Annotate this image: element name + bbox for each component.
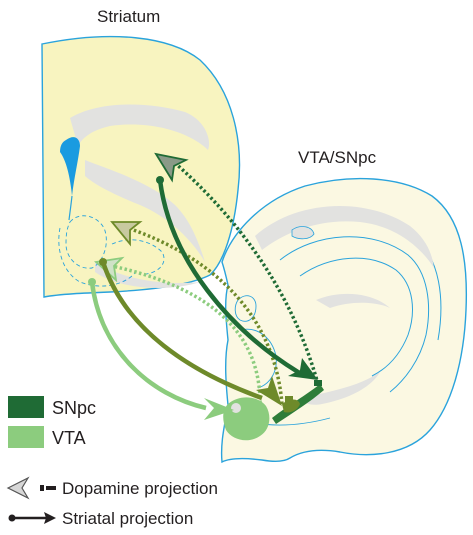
dopamine-arrowhead-snpc (154, 152, 189, 183)
vta-region (223, 397, 270, 441)
white-matter-strip (85, 160, 205, 262)
snpc-olive-patch (282, 399, 300, 413)
striatum-label: Striatum (97, 7, 160, 26)
legend-label-vta: VTA (52, 428, 86, 448)
legend-swatch-snpc (8, 396, 44, 418)
striatal-projection-dorsal (157, 179, 300, 374)
hippocampus-arc-3 (299, 257, 413, 377)
corpus-callosum (70, 104, 210, 150)
midbrain-section (220, 177, 468, 464)
striatal-arrowhead-shell (204, 398, 234, 420)
dopamine-projection-legend-arrowhead (6, 476, 30, 500)
accumbens-core-outline (65, 215, 107, 269)
anterior-commissure (95, 262, 200, 288)
white-matter-arc (255, 205, 434, 268)
dopamine-projection-legend-bar (46, 486, 56, 490)
vta-snpc-label: VTA/SNpc (298, 148, 377, 167)
striatum-section (41, 35, 241, 298)
midline-structure (234, 295, 257, 322)
striatal-origin-core (99, 258, 107, 266)
striatal-origin-dorsal (156, 176, 164, 184)
dopamine-terminal-vta-core (285, 396, 293, 402)
hippocampus-strip (291, 226, 315, 240)
cerebral-peduncle (300, 372, 380, 405)
dopamine-terminal-snpc (314, 380, 322, 386)
dopamine-projection-vta-shell (111, 264, 262, 409)
ventricle-tail (68, 195, 73, 221)
white-matter-arc-2 (316, 293, 390, 308)
striatal-projection-shell (89, 281, 207, 411)
striatal-projection-core (100, 261, 263, 401)
dopamine-arrowhead-vta-core (110, 221, 143, 247)
legend-label-snpc: SNpc (52, 398, 96, 418)
dopamine-projection-vta-core (127, 226, 284, 405)
striatal-arrowhead-dorsal (288, 358, 318, 380)
midbrain-outline (220, 177, 468, 464)
striatal-origin-shell (88, 278, 96, 286)
striatal-arrowhead-core (256, 376, 282, 406)
vta-nucleus (231, 403, 241, 413)
legend-label-striatal-projection: Striatal projection (62, 509, 193, 528)
lateral-ventricle (60, 137, 80, 196)
striatal-projection-legend-arrowhead (44, 512, 56, 524)
legend-label-dopamine-projection: Dopamine projection (62, 479, 218, 498)
hippocampus-arc-2 (279, 236, 430, 393)
legend: SNpc VTA Dopamine projection Striatal pr… (6, 396, 218, 528)
dopamine-projection-legend-dash (40, 485, 44, 491)
legend-swatch-vta (8, 426, 44, 448)
striatal-projections (88, 176, 318, 420)
dopamine-projection-snpc-dorsal (173, 161, 320, 385)
